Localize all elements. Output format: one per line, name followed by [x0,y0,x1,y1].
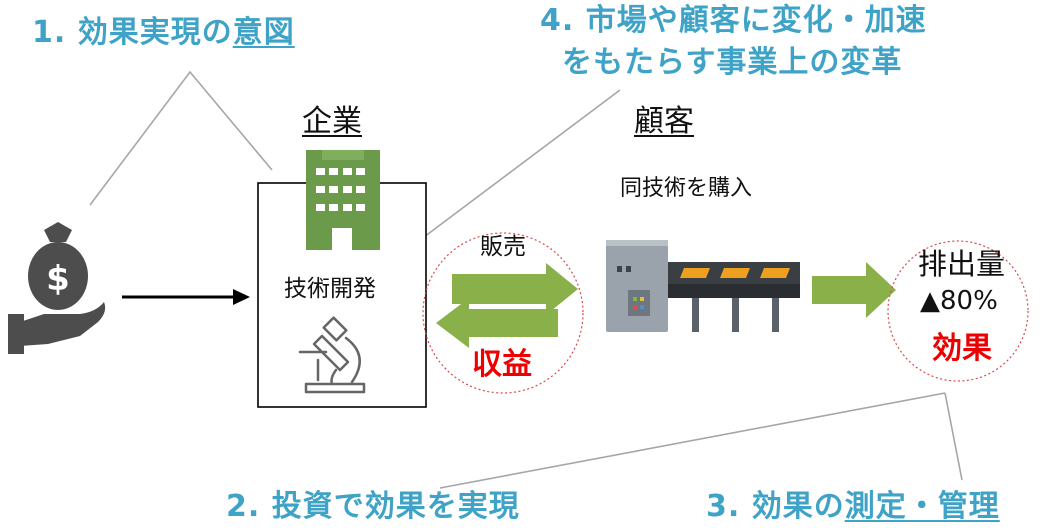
callout-leader-lines [89,70,963,489]
impact-value-label: ▲80% [920,286,998,316]
callout-3-underlined: 測定・管理 [844,489,1000,524]
callout-1-underlined: 意図 [232,15,295,50]
impact-arrow [812,262,896,318]
callout-4-line2: をもたらす事業上の変革 [562,45,903,80]
impact-metric-label: 排出量 [918,247,1006,281]
callout-3-measure: 3. 効果の測定・管理 [706,492,1000,522]
callout-1-prefix: 1. 効果実現の [32,15,233,50]
customer-action-label: 同技術を購入 [620,176,753,201]
microscope-icon [298,316,366,394]
building-icon [306,150,380,250]
impact-effect-label: 効果 [932,331,992,366]
callout-3-leader [944,392,963,481]
company-heading: 企業 [302,104,362,139]
revenue-arrow [436,298,558,348]
callout-2-leader [439,392,946,489]
svg-text:$: $ [46,259,70,299]
money-bag-hand-icon: $ [8,222,106,354]
callout-4-line1: 4. 市場や顧客に変化・加速 [540,3,927,38]
impact-circle [887,240,1029,382]
callout-4-leader [399,89,621,256]
sale-label: 販売 [480,234,526,260]
callout-1-leader [89,70,273,206]
revenue-label: 収益 [472,347,532,382]
callout-1-intent: 1. 効果実現の意図 [32,18,295,48]
company-activity-label: 技術開発 [284,276,376,302]
sale-arrow [452,263,578,315]
callout-2-realize: 2. 投資で効果を実現 [226,489,520,524]
investment-arrow [122,289,250,305]
exchange-circle [422,232,584,394]
customer-heading: 顧客 [634,104,694,139]
factory-conveyor-icon [606,240,800,332]
callout-3-prefix: 3. 効果の [706,489,845,524]
